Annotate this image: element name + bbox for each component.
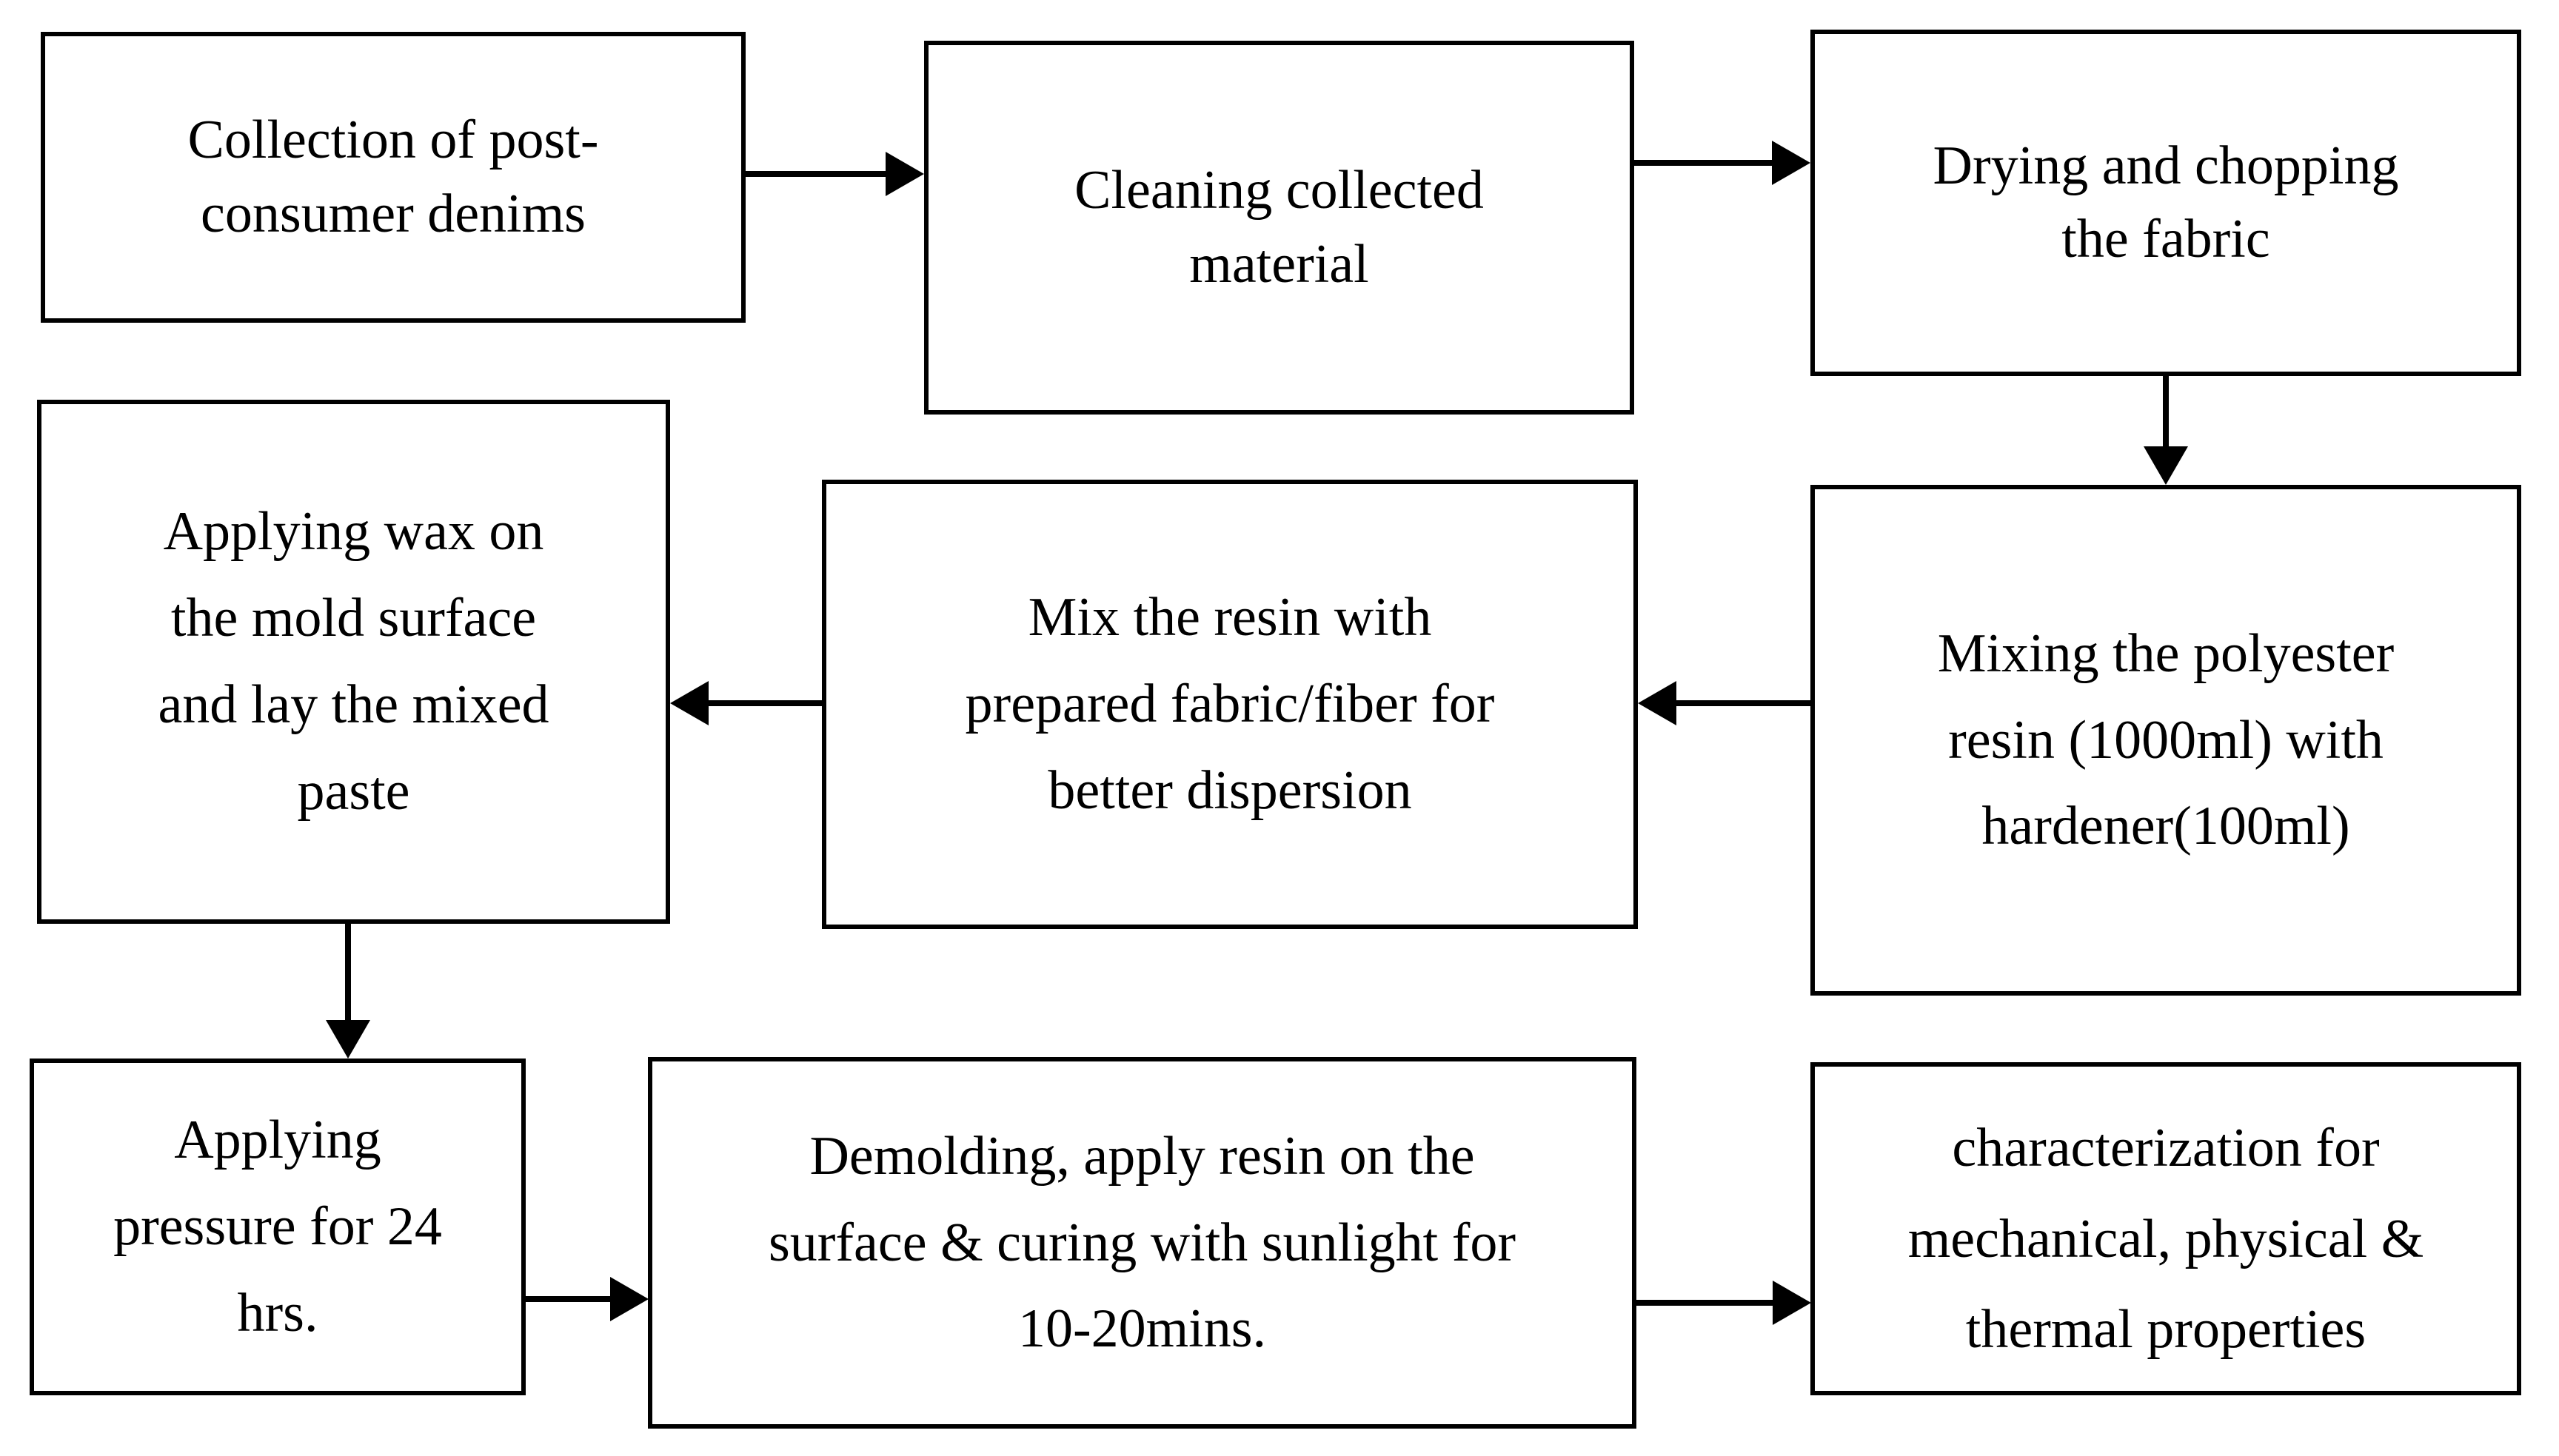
edge-shaft [704, 700, 822, 706]
flowchart-node-mix-the-resin-with-prepared-fabric[interactable]: Mix the resin with prepared fabric/fiber… [822, 480, 1638, 929]
flowchart-edge-applying-wax-to-applying-pressure [326, 924, 370, 1059]
node-label: Demolding, apply resin on the surface & … [768, 1125, 1516, 1360]
edge-shaft [526, 1296, 615, 1302]
node-label: characterization for mechanical, physica… [1907, 1117, 2424, 1361]
flowchart-edge-mixing-polyester-to-mix-resin [1638, 681, 1810, 725]
flowchart-edge-collection-to-cleaning [746, 152, 924, 196]
arrowhead-right-icon [1772, 141, 1810, 185]
flowchart-edge-demolding-to-characterization [1636, 1281, 1811, 1325]
flowchart-edge-drying-to-mixing-polyester [2144, 376, 2188, 485]
arrowhead-right-icon [886, 152, 924, 196]
edge-shaft [1672, 700, 1810, 706]
arrowhead-right-icon [610, 1277, 649, 1321]
edge-shaft [2163, 376, 2169, 450]
node-label: Cleaning collected material [1074, 160, 1484, 295]
edge-shaft [746, 171, 890, 177]
node-label: Applying wax on the mold surface and lay… [158, 501, 549, 822]
arrowhead-down-icon [2144, 446, 2188, 485]
arrowhead-down-icon [326, 1020, 370, 1059]
flowchart-edge-cleaning-to-drying [1634, 141, 1810, 185]
edge-shaft [1636, 1300, 1777, 1306]
edge-shaft [345, 924, 351, 1024]
node-label: Collection of post- consumer denims [187, 110, 599, 244]
flowchart-node-drying-and-chopping-the-fabric[interactable]: Drying and chopping the fabric [1810, 30, 2521, 376]
edge-shaft [1634, 160, 1776, 166]
node-label: Mixing the polyester resin (1000ml) with… [1937, 623, 2395, 857]
flowchart-node-mixing-the-polyester-resin-with-hardener[interactable]: Mixing the polyester resin (1000ml) with… [1810, 485, 2521, 996]
flowchart-node-applying-pressure-for-24-hrs[interactable]: Applying pressure for 24 hrs. [30, 1059, 526, 1395]
flowchart-node-cleaning-collected-material[interactable]: Cleaning collected material [924, 41, 1634, 415]
flowchart-node-demolding-apply-resin-curing-with-sunlight[interactable]: Demolding, apply resin on the surface & … [648, 1057, 1636, 1429]
flowchart-node-characterization-for-mechanical-physical-thermal[interactable]: characterization for mechanical, physica… [1810, 1062, 2521, 1395]
arrowhead-left-icon [670, 681, 709, 725]
node-label: Applying pressure for 24 hrs. [113, 1110, 442, 1343]
node-label: Mix the resin with prepared fabric/fiber… [965, 587, 1495, 821]
arrowhead-left-icon [1638, 681, 1676, 725]
flowchart-edge-mix-resin-to-applying-wax [670, 681, 822, 725]
flowchart-node-collection-of-post-consumer-denims[interactable]: Collection of post- consumer denims [41, 32, 746, 323]
flowchart-edge-applying-pressure-to-demolding [526, 1277, 649, 1321]
flowchart-node-applying-wax-on-the-mold-surface[interactable]: Applying wax on the mold surface and lay… [37, 400, 670, 924]
arrowhead-right-icon [1773, 1281, 1811, 1325]
node-label: Drying and chopping the fabric [1933, 135, 2399, 269]
